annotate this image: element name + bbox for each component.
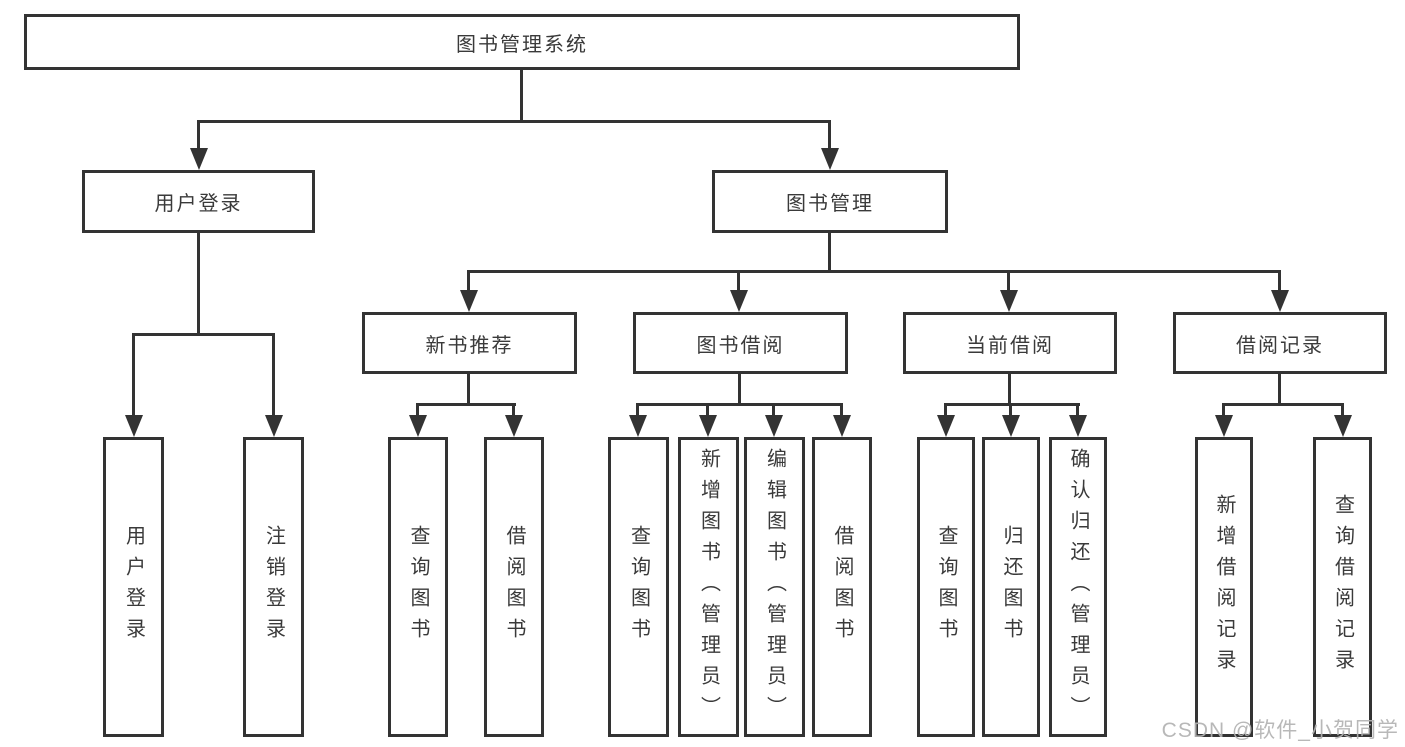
arrow-down-icon: [1215, 415, 1233, 437]
connector-line: [1222, 403, 1225, 417]
connector-line: [636, 403, 842, 406]
connector-line: [1008, 374, 1011, 405]
connector-line: [1341, 403, 1344, 417]
connector-line: [467, 374, 470, 405]
node-root-label: 图书管理系统: [456, 33, 588, 56]
connector-line: [738, 374, 741, 405]
leaf-user-login-label: 用户登录: [122, 525, 145, 649]
leaf-logout-label: 注销登录: [262, 525, 285, 649]
leaf-cb-return-books: 归还图书: [982, 437, 1040, 737]
connector-line: [197, 120, 200, 152]
arrow-down-icon: [833, 415, 851, 437]
connector-line: [1007, 270, 1010, 292]
connector-line: [1222, 403, 1344, 406]
connector-line: [512, 403, 515, 417]
node-book-borrow: 图书借阅: [633, 312, 848, 374]
leaf-bb-add-books-label: 新增图书（管理员）: [697, 447, 720, 727]
node-borrow-records-label: 借阅记录: [1236, 334, 1324, 357]
connector-line: [772, 403, 775, 417]
arrow-down-icon: [821, 148, 839, 170]
node-root: 图书管理系统: [24, 14, 1020, 70]
leaf-cb-return-books-label: 归还图书: [1000, 525, 1022, 649]
node-book-management: 图书管理: [712, 170, 948, 233]
leaf-cb-confirm-return: 确认归还（管理员）: [1049, 437, 1107, 737]
leaf-br-add-record: 新增借阅记录: [1195, 437, 1253, 737]
leaf-user-login: 用户登录: [103, 437, 164, 737]
connector-line: [197, 232, 200, 336]
node-new-book-recommend-label: 新书推荐: [425, 334, 514, 357]
node-book-borrow-label: 图书借阅: [696, 334, 785, 357]
connector-line: [1278, 374, 1281, 405]
node-current-borrow-label: 当前借阅: [966, 334, 1054, 357]
node-new-book-recommend: 新书推荐: [362, 312, 577, 374]
leaf-nb-query-books: 查询图书: [388, 437, 448, 737]
arrow-down-icon: [409, 415, 427, 437]
arrow-down-icon: [460, 290, 478, 312]
arrow-down-icon: [765, 415, 783, 437]
connector-line: [1009, 403, 1012, 417]
connector-line: [132, 333, 135, 417]
leaf-bb-edit-books-label: 编辑图书（管理员）: [763, 447, 786, 727]
arrow-down-icon: [1069, 415, 1087, 437]
connector-line: [840, 403, 843, 417]
leaf-nb-borrow-books-label: 借阅图书: [503, 525, 525, 649]
leaf-bb-borrow-books-label: 借阅图书: [831, 525, 853, 649]
connector-line: [467, 270, 470, 292]
arrow-down-icon: [190, 148, 208, 170]
leaf-bb-query-books-label: 查询图书: [627, 525, 650, 649]
leaf-nb-query-books-label: 查询图书: [407, 525, 429, 649]
arrow-down-icon: [1271, 290, 1289, 312]
leaf-cb-query-books: 查询图书: [917, 437, 975, 737]
watermark: CSDN @软件_小贺同学: [1161, 719, 1399, 742]
leaf-cb-confirm-return-label: 确认归还（管理员）: [1067, 447, 1089, 727]
leaf-bb-query-books: 查询图书: [608, 437, 669, 737]
leaf-bb-edit-books: 编辑图书（管理员）: [744, 437, 805, 737]
arrow-down-icon: [125, 415, 143, 437]
arrow-down-icon: [505, 415, 523, 437]
connector-line: [1076, 403, 1079, 417]
node-book-management-label: 图书管理: [786, 193, 874, 215]
connector-line: [467, 270, 1281, 273]
arrow-down-icon: [937, 415, 955, 437]
leaf-nb-borrow-books: 借阅图书: [484, 437, 544, 737]
connector-line: [272, 333, 275, 417]
connector-line: [197, 120, 831, 123]
leaf-cb-query-books-label: 查询图书: [935, 525, 957, 649]
connector-line: [828, 120, 831, 152]
arrow-down-icon: [1000, 290, 1018, 312]
arrow-down-icon: [1334, 415, 1352, 437]
leaf-logout: 注销登录: [243, 437, 304, 737]
connector-line: [416, 403, 419, 417]
arrow-down-icon: [1002, 415, 1020, 437]
node-current-borrow: 当前借阅: [903, 312, 1117, 374]
arrow-down-icon: [699, 415, 717, 437]
leaf-br-query-record-label: 查询借阅记录: [1331, 494, 1354, 680]
leaf-br-add-record-label: 新增借阅记录: [1213, 494, 1235, 680]
connector-line: [132, 333, 275, 336]
connector-line: [944, 403, 1080, 406]
connector-line: [737, 270, 740, 292]
leaf-bb-borrow-books: 借阅图书: [812, 437, 872, 737]
leaf-bb-add-books: 新增图书（管理员）: [678, 437, 739, 737]
connector-line: [944, 403, 947, 417]
connector-line: [706, 403, 709, 417]
node-user-login-label: 用户登录: [154, 193, 243, 215]
node-borrow-records: 借阅记录: [1173, 312, 1387, 374]
connector-line: [636, 403, 639, 417]
connector-line: [828, 232, 831, 273]
leaf-br-query-record: 查询借阅记录: [1313, 437, 1372, 737]
connector-line: [1278, 270, 1281, 292]
connector-line: [416, 403, 516, 406]
arrow-down-icon: [265, 415, 283, 437]
arrow-down-icon: [730, 290, 748, 312]
connector-line: [520, 70, 523, 121]
node-user-login: 用户登录: [82, 170, 315, 233]
arrow-down-icon: [629, 415, 647, 437]
